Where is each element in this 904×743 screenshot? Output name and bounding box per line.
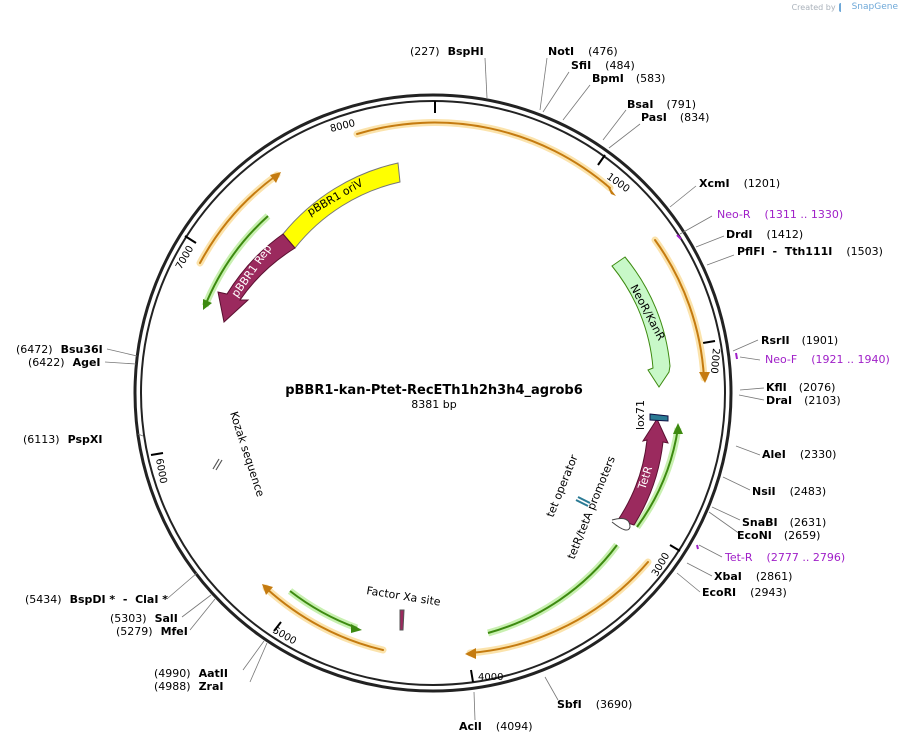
- site-acli[interactable]: AclI(4094): [459, 720, 532, 733]
- site-aatii[interactable]: (4990)AatII: [154, 667, 228, 680]
- site-sbfi[interactable]: SbfI(3690): [557, 698, 632, 711]
- feature-promoter[interactable]: [611, 518, 631, 531]
- site-econi[interactable]: EcoNI(2659): [737, 529, 820, 542]
- feature-kozak-label: Kozak sequence: [227, 410, 267, 499]
- site-bsai[interactable]: BsaI(791): [627, 98, 696, 111]
- feature-tetr[interactable]: [617, 417, 669, 526]
- site-nsii[interactable]: NsiI(2483): [752, 485, 826, 498]
- backbone-inner: [140, 100, 726, 686]
- feature-fxa-label: Factor Xa site: [366, 584, 442, 609]
- arrowhead-4: [262, 584, 273, 595]
- arrowhead-1: [606, 183, 616, 196]
- primer-tet-r[interactable]: Tet-R(2777 .. 2796): [724, 551, 845, 564]
- orange-arcs: [196, 119, 710, 659]
- site-sali[interactable]: (5303)SalI: [110, 612, 178, 625]
- tick-label-2000: 2000: [708, 348, 721, 374]
- site-zrai[interactable]: (4988)ZraI: [154, 680, 224, 693]
- feature-lox-label: lox71: [634, 400, 647, 430]
- site-pasi[interactable]: PasI(834): [641, 111, 709, 124]
- site-labels: (227)BspHI NotI(476) SfiI(484) BpmI(583)…: [16, 45, 883, 733]
- arrowhead-2: [699, 372, 710, 383]
- feature-rep[interactable]: [217, 233, 296, 323]
- site-xbai[interactable]: XbaI(2861): [714, 570, 792, 583]
- snapgene-logo-icon: [838, 2, 849, 12]
- primer-marks: [676, 234, 738, 550]
- backbone-outer: [133, 93, 733, 693]
- site-sfii[interactable]: SfiI(484): [571, 59, 635, 72]
- arrowhead-3: [465, 648, 476, 659]
- tick-label-7000: 7000: [174, 244, 196, 272]
- site-ecori[interactable]: EcoRI(2943): [702, 586, 787, 599]
- primer-neo-f[interactable]: Neo-F(1921 .. 1940): [765, 353, 890, 366]
- site-alei[interactable]: AleI(2330): [762, 448, 836, 461]
- feature-kozak[interactable]: [212, 458, 223, 471]
- site-noti[interactable]: NotI(476): [548, 45, 618, 58]
- site-kfli[interactable]: KflI(2076): [766, 381, 835, 394]
- site-bsphi[interactable]: (227)BspHI: [410, 45, 484, 58]
- feature-lox[interactable]: [649, 413, 669, 422]
- site-mfei[interactable]: (5279)MfeI: [116, 625, 188, 638]
- credit-brand: SnapGene: [851, 2, 898, 12]
- primer-labels: Neo-R(1311 .. 1330) Neo-F(1921 .. 1940) …: [717, 208, 890, 564]
- tick-label-6000: 6000: [153, 458, 168, 485]
- arrowhead-5: [270, 172, 281, 183]
- feature-tetop-label: tet operator: [544, 452, 581, 519]
- feature-fxa[interactable]: [399, 609, 405, 631]
- leader-lines: [104, 57, 765, 721]
- tick-label-4000: 4000: [478, 672, 503, 683]
- site-pflfi[interactable]: PflFI - Tth111I(1503): [737, 245, 883, 258]
- feature-tetop[interactable]: [575, 496, 591, 507]
- site-bsu36i[interactable]: (6472)Bsu36I: [16, 343, 103, 356]
- site-snabi[interactable]: SnaBI(2631): [742, 516, 826, 529]
- feature-oriv[interactable]: [282, 162, 401, 249]
- site-agei[interactable]: (6422)AgeI: [28, 356, 101, 369]
- site-xcmi[interactable]: XcmI(1201): [699, 177, 780, 190]
- site-bspdi[interactable]: (5434)BspDI * - ClaI *: [25, 593, 168, 606]
- feature-neo[interactable]: [611, 256, 671, 388]
- site-bpmi[interactable]: BpmI(583): [592, 72, 665, 85]
- site-drai[interactable]: DraI(2103): [766, 394, 841, 407]
- snapgene-credit: Created by SnapGene: [792, 2, 898, 12]
- plasmid-name: pBBR1-kan-Ptet-RecETh1h2h3h4_agrob6: [285, 383, 583, 398]
- plasmid-length: 8381 bp: [411, 398, 456, 411]
- tick-marks: [150, 101, 716, 683]
- tick-label-8000: 8000: [329, 118, 356, 135]
- site-pspxi[interactable]: (6113)PspXI: [23, 433, 102, 446]
- site-drdi[interactable]: DrdI(1412): [726, 228, 803, 241]
- primer-neo-r[interactable]: Neo-R(1311 .. 1330): [717, 208, 843, 221]
- site-rsrii[interactable]: RsrII(1901): [761, 334, 838, 347]
- green-arcs: [201, 213, 683, 637]
- credit-prefix: Created by: [791, 2, 836, 12]
